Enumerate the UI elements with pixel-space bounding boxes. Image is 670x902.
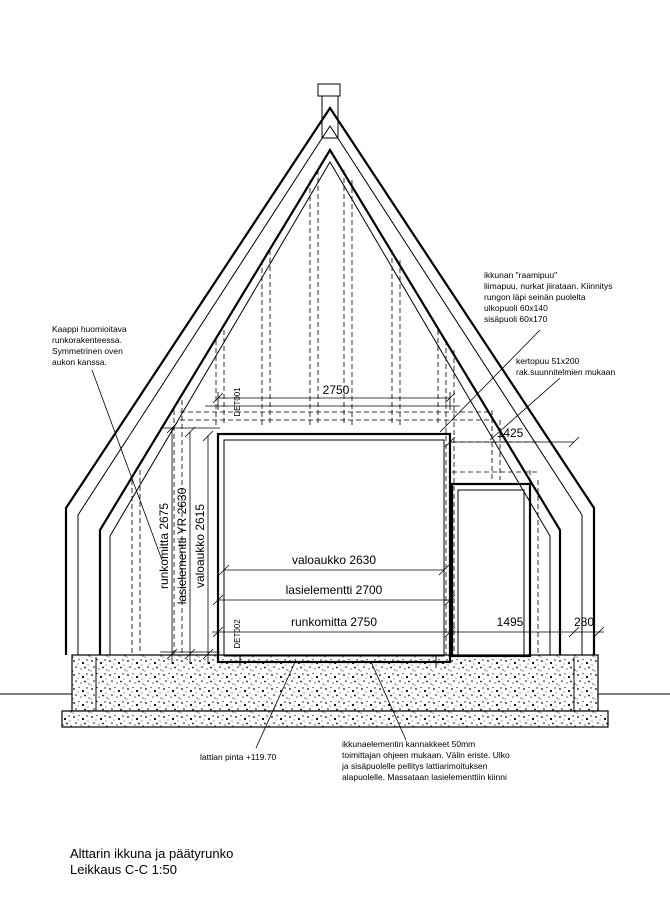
foundation-slab: [71, 654, 599, 712]
caption-title: Alttarin ikkuna ja päätyrunko: [70, 846, 233, 861]
dim-runkomitta-v-label: runkomitta 2675: [157, 503, 171, 589]
detail-ref-upper: DET001: [233, 387, 242, 417]
leaders: [91, 329, 561, 749]
dim-runkomitta-h: [212, 626, 605, 638]
svg-text:runkorakenteessa.: runkorakenteessa.: [52, 335, 122, 345]
dim-valoaukko-v-label: valoaukko 2615: [193, 504, 207, 588]
chimney-cap: [317, 83, 341, 97]
large-window-glass: [223, 439, 445, 657]
dim-top: [205, 392, 460, 410]
door-leaf: [457, 489, 525, 657]
chimney: [321, 95, 339, 139]
svg-text:toimittajan ohjeen mukaan. Väl: toimittajan ohjeen mukaan. Välin eriste.…: [342, 750, 510, 760]
svg-text:rak.suunnitelmien mukaan: rak.suunnitelmien mukaan: [516, 367, 615, 377]
caption-scale: Leikkaus C-C 1:50: [70, 862, 177, 877]
roof-inner-line: [109, 161, 551, 655]
dim-lasielementti-h-label: lasielementti 2700: [286, 583, 383, 597]
note-raamipuu: ikkunan "raamipuu" liimapuu, nurkat jiir…: [484, 270, 613, 324]
dim-valoaukko-h: [218, 564, 450, 576]
dim-lasielementti-v-label: lasielementti YR 2630: [175, 487, 189, 604]
note-lattia: lattian pinta +119.70: [200, 752, 276, 762]
roof-outer: [64, 106, 596, 655]
dim-1425-label: 1425: [497, 426, 524, 440]
dim-1425: [444, 436, 580, 448]
svg-text:aukon kanssa.: aukon kanssa.: [52, 357, 107, 367]
dim-280-label: 280: [574, 615, 594, 629]
svg-text:kertopuu 51x200: kertopuu 51x200: [516, 356, 580, 366]
note-kertopuu: kertopuu 51x200 rak.suunnitelmien mukaan: [516, 356, 615, 377]
dim-runkomitta-h-label: runkomitta 2750: [291, 615, 377, 629]
svg-text:ikkunaelementin kannakkeet 50m: ikkunaelementin kannakkeet 50mm: [342, 739, 475, 749]
svg-text:Kaappi huomioitava: Kaappi huomioitava: [52, 324, 127, 334]
note-kaappi: Kaappi huomioitava runkorakenteessa. Sym…: [52, 324, 127, 367]
svg-text:sisäpuoli 60x170: sisäpuoli 60x170: [484, 314, 548, 324]
detail-ref-lower: DET002: [233, 619, 242, 649]
dim-1495-label: 1495: [497, 615, 524, 629]
studs: [131, 170, 539, 655]
svg-text:ikkunan "raamipuu": ikkunan "raamipuu": [484, 270, 557, 280]
svg-text:Symmetrinen oven: Symmetrinen oven: [52, 346, 123, 356]
door-frame: [450, 482, 532, 658]
note-kannakkeet: ikkunaelementin kannakkeet 50mm toimitta…: [341, 739, 510, 782]
dim-top-label: 2750: [323, 383, 350, 397]
dim-vertical-lines: [160, 422, 220, 664]
svg-text:alapuolelle. Massataan lasiele: alapuolelle. Massataan lasielementtiin k…: [342, 772, 507, 782]
svg-text:rungon läpi seinän puolelta: rungon läpi seinän puolelta: [484, 292, 586, 302]
footing: [61, 710, 609, 728]
dim-lasielementti-h: [212, 594, 456, 606]
svg-text:ulkopuoli 60x140: ulkopuoli 60x140: [484, 303, 548, 313]
svg-text:liimapuu, nurkat jiirataan. Ki: liimapuu, nurkat jiirataan. Kiinnitys: [484, 281, 613, 291]
roof-outer-inner-line: [77, 125, 583, 655]
roof-inner: [98, 147, 562, 655]
dim-valoaukko-h-label: valoaukko 2630: [292, 553, 376, 567]
svg-text:ja sisäpuolelle pellitys latti: ja sisäpuolelle pellitys lattiarimoituks…: [341, 761, 488, 771]
